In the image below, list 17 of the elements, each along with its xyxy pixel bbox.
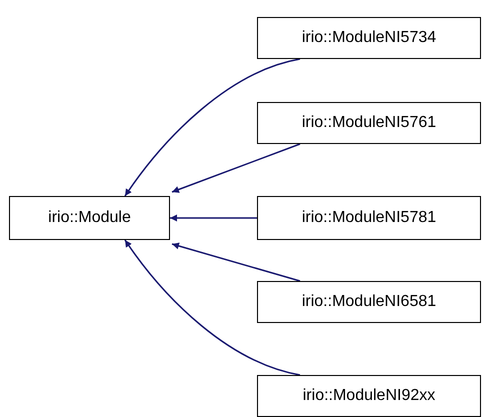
inheritance-arrow — [124, 240, 300, 376]
class-box — [257, 17, 481, 59]
class-box — [257, 281, 481, 323]
class-name: irio::ModuleNI5781 — [302, 209, 436, 227]
inheritance-arrow — [124, 58, 300, 196]
inheritance-arrow — [170, 214, 257, 222]
class-name: irio::ModuleNI6581 — [302, 293, 436, 311]
class-box — [257, 102, 481, 144]
class-name: irio::ModuleNI5734 — [302, 29, 436, 47]
class-name: irio::ModuleNI5761 — [302, 114, 436, 132]
inheritance-arrow — [172, 143, 300, 193]
class-box — [257, 196, 481, 240]
class-box — [9, 196, 170, 240]
class-name: irio::ModuleNI92xx — [302, 387, 436, 405]
class-box — [257, 375, 481, 417]
class-name: irio::Module — [48, 209, 131, 227]
inheritance-arrow — [172, 242, 300, 282]
